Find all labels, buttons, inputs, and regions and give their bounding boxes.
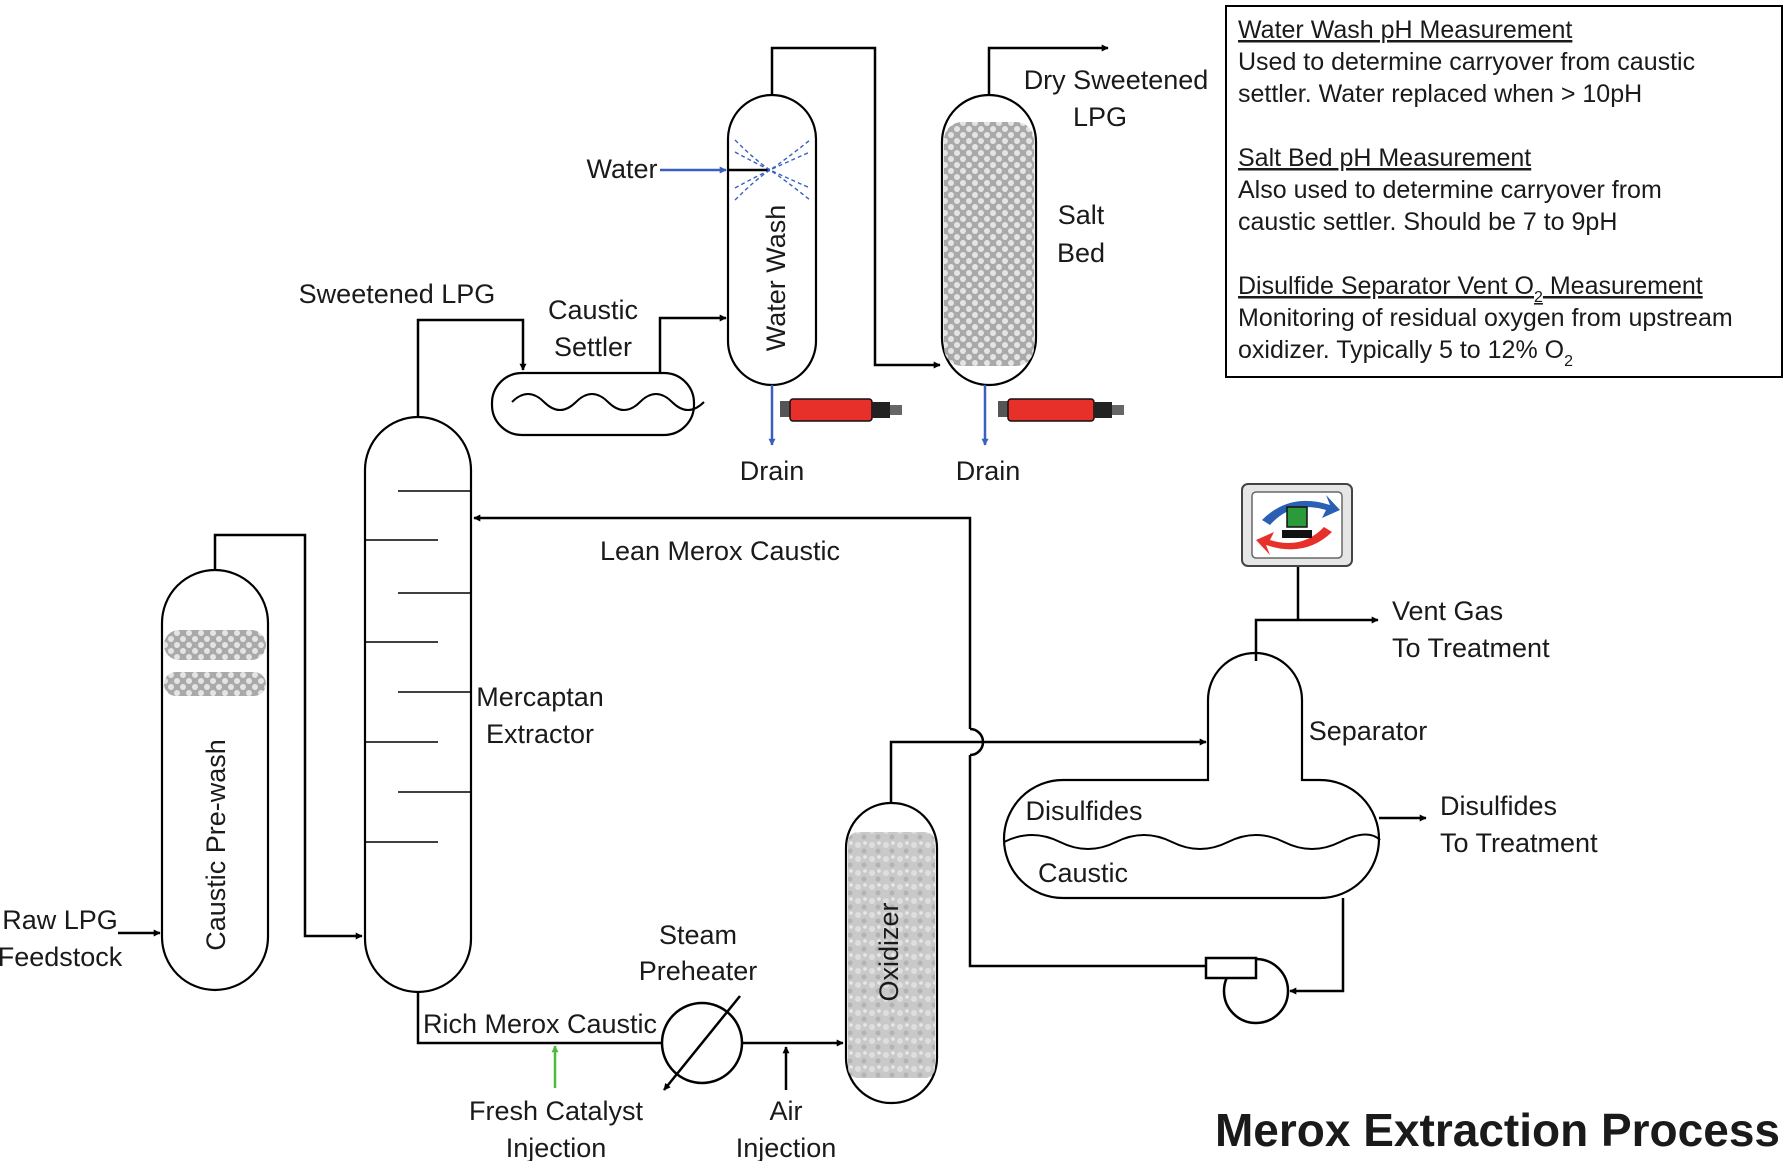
salt-bed-note-line2: caustic settler. Should be 7 to 9pH (1238, 208, 1617, 236)
mercaptan-extractor-label-2: Extractor (486, 719, 594, 749)
salt-bed-note-heading: Salt Bed pH Measurement (1238, 144, 1531, 172)
disulfides-layer-label: Disulfides (1025, 796, 1142, 826)
prewash-packing-top (164, 630, 266, 660)
ph-probe-icon (780, 398, 902, 422)
caustic-settler-label-2: Settler (554, 332, 632, 362)
separator-interface (1003, 833, 1381, 850)
dry-sweetened-label-1: Dry Sweetened (1024, 65, 1209, 95)
settler-liquid-level (511, 393, 705, 411)
disulfide-vent-note-line2: oxidizer. Typically 5 to 12% O2 (1238, 336, 1573, 370)
caustic-layer-label: Caustic (1038, 858, 1128, 888)
sweetened-lpg-line (416, 318, 527, 417)
drain-label-2: Drain (956, 456, 1021, 486)
raw-lpg-label-2: Feedstock (0, 942, 123, 972)
heat-exchanger-icon (660, 995, 744, 1091)
caustic-prewash-label: Caustic Pre-wash (201, 739, 231, 951)
water-wash-note-heading: Water Wash pH Measurement (1238, 16, 1572, 44)
lean-caustic-line (968, 755, 1228, 968)
sweetened-lpg-label: Sweetened LPG (299, 279, 496, 309)
settler-to-waterwash-line (658, 314, 727, 373)
separator-label: Separator (1309, 716, 1428, 746)
prewash-overhead-line (213, 533, 363, 940)
oxidizer-to-separator-line (889, 738, 1207, 803)
steam-preheater-label-1: Steam (659, 920, 737, 950)
water-wash-label: Water Wash (761, 205, 791, 352)
disulfide-vent-note-heading: Disulfide Separator Vent O2 Measurement (1238, 272, 1703, 306)
salt-bed-label-1: Salt (1058, 200, 1105, 230)
oxidizer-packing (848, 832, 935, 1078)
rich-caustic-line (416, 992, 662, 1045)
air-injection-label-2: Injection (736, 1133, 837, 1161)
disulfides-out-label-2: To Treatment (1440, 828, 1598, 858)
vent-gas-label-2: To Treatment (1392, 633, 1550, 663)
mercaptan-extractor-vessel (363, 415, 473, 994)
dry-lpg-outlet-line (987, 44, 1109, 95)
rich-caustic-label: Rich Merox Caustic (423, 1009, 657, 1039)
fresh-catalyst-label-1: Fresh Catalyst (469, 1096, 644, 1126)
oxidizer-label: Oxidizer (874, 902, 904, 1001)
salt-bed-packing (944, 122, 1034, 366)
water-wash-note-line2: settler. Water replaced when > 10pH (1238, 80, 1642, 108)
salt-bed-label-2: Bed (1057, 238, 1105, 268)
lean-caustic-line-upper (473, 514, 972, 729)
oxygen-analyzer-icon (1241, 483, 1353, 567)
caustic-settler-label-1: Caustic (548, 295, 638, 325)
ph-probe-icon (998, 398, 1124, 422)
disulfides-out-label-1: Disulfides (1440, 791, 1557, 821)
caustic-settler-vessel (490, 371, 696, 437)
prewash-packing-bottom (164, 672, 266, 696)
raw-lpg-label-1: Raw LPG (2, 905, 118, 935)
lean-caustic-label: Lean Merox Caustic (600, 536, 840, 566)
vent-gas-label-1: Vent Gas (1392, 596, 1503, 626)
air-injection-label-1: Air (770, 1096, 803, 1126)
vent-gas-line (1254, 616, 1379, 661)
mercaptan-extractor-label-1: Mercaptan (476, 682, 604, 712)
drain-label-1: Drain (740, 456, 805, 486)
separator-vessel (1002, 651, 1381, 900)
separator-to-pump-line (1289, 898, 1345, 995)
steam-preheater-label-2: Preheater (639, 956, 758, 986)
waterwash-overhead-line (770, 46, 941, 369)
disulfide-vent-note-line1: Monitoring of residual oxygen from upstr… (1238, 304, 1733, 332)
pump-icon (1204, 956, 1290, 1025)
extractor-trays (365, 490, 471, 843)
water-wash-note-line1: Used to determine carryover from caustic (1238, 48, 1695, 76)
notes-box (1225, 5, 1783, 378)
dry-sweetened-label-2: LPG (1073, 102, 1127, 132)
spray-pattern (734, 139, 811, 201)
fresh-catalyst-label-2: Injection (506, 1133, 607, 1161)
salt-bed-note-line1: Also used to determine carryover from (1238, 176, 1662, 204)
water-label: Water (586, 154, 657, 184)
